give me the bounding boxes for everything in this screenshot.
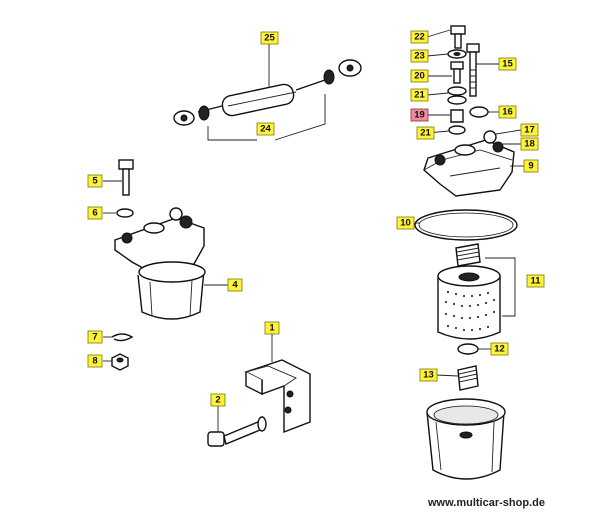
label-2: 2 [210, 393, 226, 407]
svg-text:13: 13 [423, 370, 434, 381]
svg-text:7: 7 [92, 332, 97, 343]
fuel-line-assembly [173, 59, 362, 126]
svg-text:15: 15 [502, 59, 513, 70]
seal-washer [457, 343, 479, 355]
label-17: 17 [520, 123, 539, 137]
svg-text:21: 21 [420, 128, 431, 139]
svg-text:6: 6 [92, 208, 97, 219]
svg-text:22: 22 [414, 32, 425, 43]
svg-text:19: 19 [414, 110, 425, 121]
label-15: 15 [498, 57, 517, 71]
svg-text:9: 9 [528, 161, 533, 172]
svg-text:2: 2 [215, 395, 220, 406]
washer [116, 208, 134, 218]
svg-text:1: 1 [269, 323, 275, 334]
label-11: 11 [526, 274, 545, 288]
svg-text:4: 4 [232, 280, 238, 291]
label-21-bottom: 21 [416, 126, 435, 140]
gasket-ring [414, 209, 518, 241]
bolt [118, 159, 134, 196]
svg-text:24: 24 [260, 124, 271, 135]
label-10: 10 [396, 216, 415, 230]
label-18: 18 [520, 137, 539, 151]
nut [111, 353, 129, 371]
svg-text:11: 11 [530, 276, 541, 287]
label-22: 22 [410, 30, 429, 44]
label-8: 8 [87, 354, 103, 368]
label-13: 13 [419, 368, 438, 382]
svg-text:25: 25 [264, 33, 275, 44]
svg-text:10: 10 [400, 218, 411, 229]
label-1: 1 [264, 321, 280, 335]
label-19: 19 [410, 108, 429, 122]
filter-bowl-right [426, 398, 506, 480]
svg-text:8: 8 [92, 356, 97, 367]
long-bolt [466, 43, 480, 97]
label-25: 25 [260, 31, 279, 45]
svg-text:18: 18 [524, 139, 535, 150]
label-24: 24 [256, 122, 275, 136]
watermark-url: www.multicar-shop.de [428, 497, 545, 509]
spring [457, 365, 479, 391]
svg-text:12: 12 [494, 344, 505, 355]
filter-element [437, 243, 501, 340]
svg-text:20: 20 [414, 71, 425, 82]
label-9: 9 [523, 159, 539, 173]
label-23: 23 [410, 49, 429, 63]
svg-text:21: 21 [414, 90, 425, 101]
banjo-bolt-stack [447, 25, 467, 135]
o-ring [469, 106, 489, 118]
label-16: 16 [498, 105, 517, 119]
spring-washer [111, 333, 134, 342]
svg-text:16: 16 [502, 107, 513, 118]
label-20: 20 [410, 69, 429, 83]
label-5: 5 [87, 174, 103, 188]
filter-head-right [423, 130, 515, 197]
svg-text:5: 5 [92, 176, 98, 187]
label-21-top: 21 [410, 88, 429, 102]
svg-text:23: 23 [414, 51, 425, 62]
fuel-filter-assembly-left [114, 207, 206, 320]
label-12: 12 [490, 342, 509, 356]
label-6: 6 [87, 206, 103, 220]
bracket-bolt [207, 416, 267, 447]
label-4: 4 [227, 278, 243, 292]
mounting-bracket [244, 359, 311, 434]
label-7: 7 [87, 330, 103, 344]
svg-text:17: 17 [524, 125, 535, 136]
